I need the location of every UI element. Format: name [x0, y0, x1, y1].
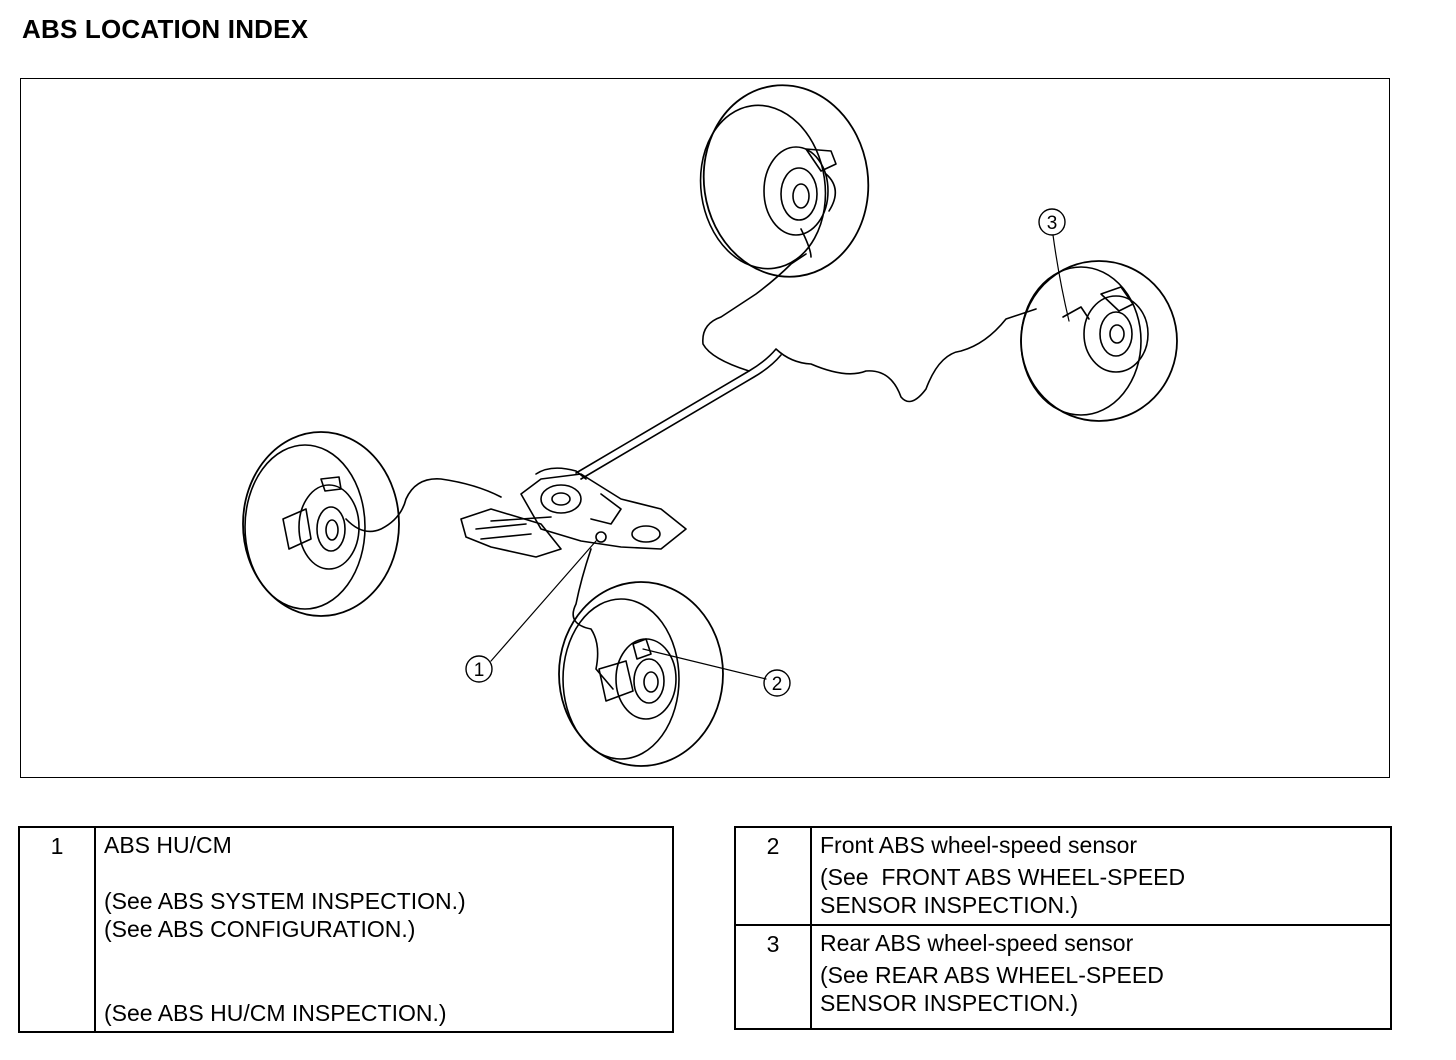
legend-ref: (See ABS HU/CM INSPECTION.): [104, 1000, 447, 1026]
callout-1-label: 1: [474, 660, 485, 681]
abs-hu-cm-unit: [460, 467, 687, 558]
wheel-left: [242, 431, 400, 617]
page-title: ABS LOCATION INDEX: [22, 14, 309, 44]
legend-ref: SENSOR INSPECTION.): [820, 892, 1079, 918]
legend-number: 2: [734, 826, 812, 926]
wheel-right: [1020, 260, 1178, 422]
legend-row: 3 Rear ABS wheel-speed sensor (See REAR …: [734, 924, 1392, 1030]
abs-location-diagram: 1 2 3: [20, 78, 1390, 778]
spacer: [104, 943, 666, 999]
legend-title: Front ABS wheel-speed sensor: [820, 832, 1138, 858]
legend-title: ABS HU/CM: [104, 832, 232, 858]
legend-title: Rear ABS wheel-speed sensor: [820, 930, 1134, 956]
legend-ref: (See ABS CONFIGURATION.): [104, 916, 416, 942]
spacer: [104, 859, 666, 887]
callout-3-label: 3: [1047, 213, 1058, 234]
legend-description: Front ABS wheel-speed sensor (See FRONT …: [810, 826, 1392, 926]
callout-2: 2: [763, 669, 791, 697]
callout-1: 1: [465, 655, 493, 683]
legend-ref: (See REAR ABS WHEEL-SPEED: [820, 962, 1164, 988]
callout-2-label: 2: [772, 674, 783, 695]
wheel-top: [699, 84, 870, 278]
legend-row: 2 Front ABS wheel-speed sensor (See FRON…: [734, 826, 1392, 926]
brake-lines: [345, 253, 1037, 690]
legend-row: 1 ABS HU/CM (See ABS SYSTEM INSPECTION.)…: [18, 826, 674, 1033]
legend-ref: (See FRONT ABS WHEEL-SPEED: [820, 864, 1186, 890]
legend-table-right: 2 Front ABS wheel-speed sensor (See FRON…: [734, 826, 1392, 1030]
legend-number: 3: [734, 924, 812, 1030]
legend-description: ABS HU/CM (See ABS SYSTEM INSPECTION.) (…: [94, 826, 674, 1033]
legend-ref: (See ABS SYSTEM INSPECTION.): [104, 888, 466, 914]
callout-3: 3: [1038, 208, 1066, 236]
callout-leaders: [490, 234, 1070, 680]
wheel-bottom: [558, 581, 724, 767]
legend-description: Rear ABS wheel-speed sensor (See REAR AB…: [810, 924, 1392, 1030]
legend-number: 1: [18, 826, 96, 1033]
legend-table-left: 1 ABS HU/CM (See ABS SYSTEM INSPECTION.)…: [18, 826, 674, 1033]
legend-ref: SENSOR INSPECTION.): [820, 990, 1079, 1016]
